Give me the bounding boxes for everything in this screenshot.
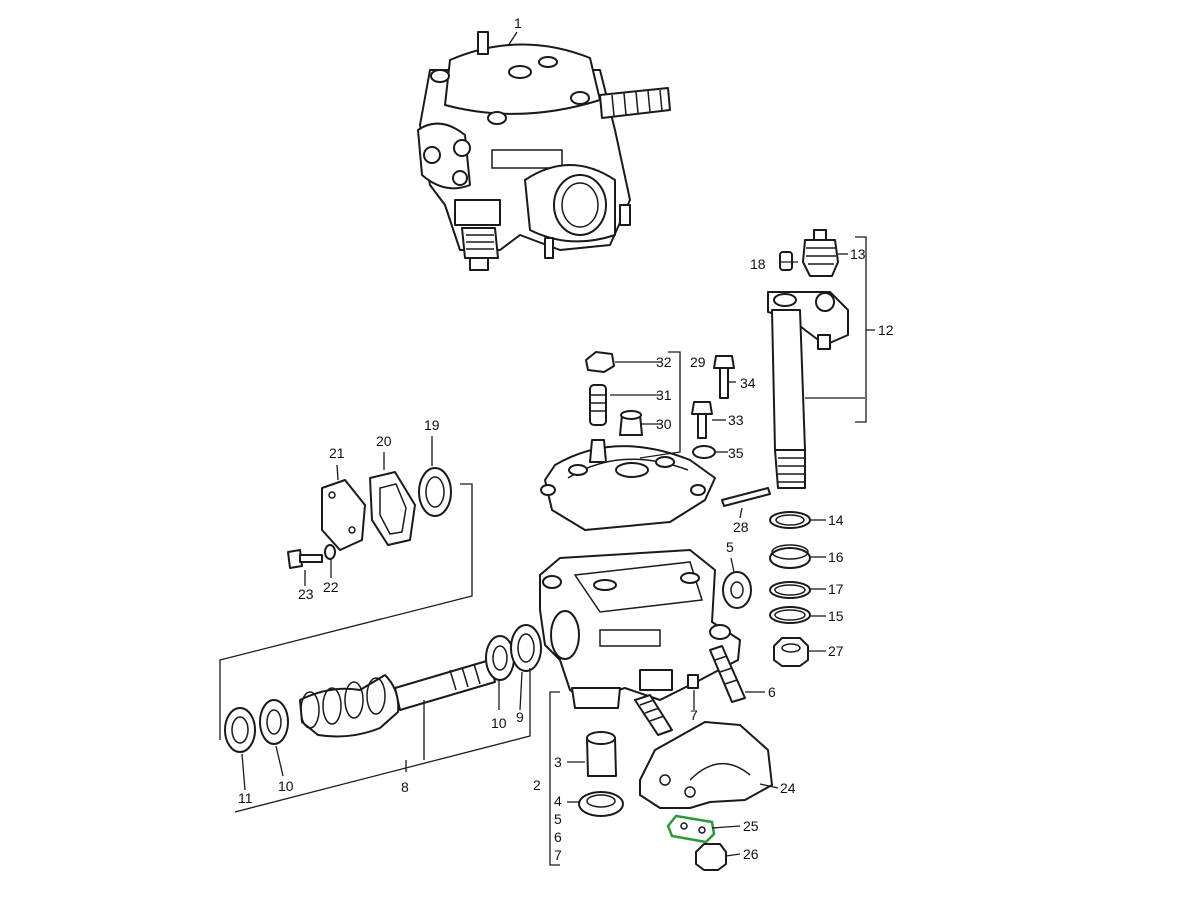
callout-26: 26: [743, 846, 759, 862]
callout-34: 34: [740, 375, 756, 391]
ring-14: [769, 511, 811, 529]
callout-33: 33: [728, 412, 744, 428]
callout-35: 35: [728, 445, 744, 461]
callout-30: 30: [656, 416, 672, 432]
cap-30: [619, 410, 643, 436]
callout-3: 3: [554, 754, 562, 770]
callout-9: 9: [516, 709, 524, 725]
nut-26: [695, 843, 727, 871]
callout-29: 29: [690, 354, 706, 370]
callout-28: 28: [733, 519, 749, 535]
callout-5-left: 5: [554, 811, 562, 827]
callout-21: 21: [329, 445, 345, 461]
callout-4: 4: [554, 793, 562, 809]
callout-24: 24: [780, 780, 796, 796]
washer-35: [692, 445, 716, 459]
callout-13: 13: [850, 246, 866, 262]
callout-10-left: 10: [278, 778, 294, 794]
nut-32: [585, 351, 615, 373]
bolt-23: [287, 549, 323, 569]
bolt-33: [691, 401, 713, 439]
ring-17: [769, 581, 811, 599]
clamp-24: [639, 721, 773, 809]
lock-plate-25: [666, 814, 716, 844]
seal-4: [578, 791, 624, 817]
callout-32: 32: [656, 354, 672, 370]
washer-22: [324, 544, 336, 560]
cover-29: [540, 439, 716, 531]
callout-labels: 1 18 13 12 32 29 34 31 33 30 35 28 14 5 …: [238, 15, 894, 863]
key-28: [721, 487, 771, 507]
callout-23: 23: [298, 586, 314, 602]
bushing-3: [586, 731, 617, 777]
gearbox-assembly: [417, 31, 671, 271]
callout-2: 2: [533, 777, 541, 793]
ring-16: [769, 544, 811, 569]
callout-12: 12: [878, 322, 894, 338]
sector-shaft-12: [767, 291, 849, 489]
callout-6-right: 6: [768, 684, 776, 700]
callout-7-right: 7: [690, 707, 698, 723]
seal-11: [224, 707, 256, 753]
callout-7-left: 7: [554, 847, 562, 863]
callout-27: 27: [828, 643, 844, 659]
callout-14: 14: [828, 512, 844, 528]
bearing-10-left: [259, 699, 289, 745]
callout-1: 1: [514, 15, 522, 31]
callout-19: 19: [424, 417, 440, 433]
race-9: [510, 624, 542, 672]
pinion-gear-13: [802, 229, 839, 277]
callout-6-left: 6: [554, 829, 562, 845]
callout-5-right: 5: [726, 539, 734, 555]
callout-16: 16: [828, 549, 844, 565]
callout-31: 31: [656, 387, 672, 403]
callout-15: 15: [828, 608, 844, 624]
callout-10-right: 10: [491, 715, 507, 731]
worm-shaft-8: [299, 659, 496, 738]
ring-15: [769, 606, 811, 624]
pin-18: [779, 251, 793, 271]
gasket-20: [369, 471, 416, 546]
side-cover-21: [321, 479, 366, 551]
callout-8: 8: [401, 779, 409, 795]
bearing-5: [722, 571, 752, 609]
bolt-34: [713, 355, 735, 399]
leader-lines: [219, 31, 875, 866]
callout-22: 22: [323, 579, 339, 595]
housing-2: [539, 549, 746, 736]
bearing-10-right: [485, 635, 515, 681]
nut-27: [773, 637, 809, 667]
callout-20: 20: [376, 433, 392, 449]
callout-17: 17: [828, 581, 844, 597]
callout-25: 25: [743, 818, 759, 834]
callout-18: 18: [750, 256, 766, 272]
seal-19: [418, 467, 452, 517]
stud-31: [589, 384, 607, 426]
callout-11: 11: [238, 790, 253, 806]
